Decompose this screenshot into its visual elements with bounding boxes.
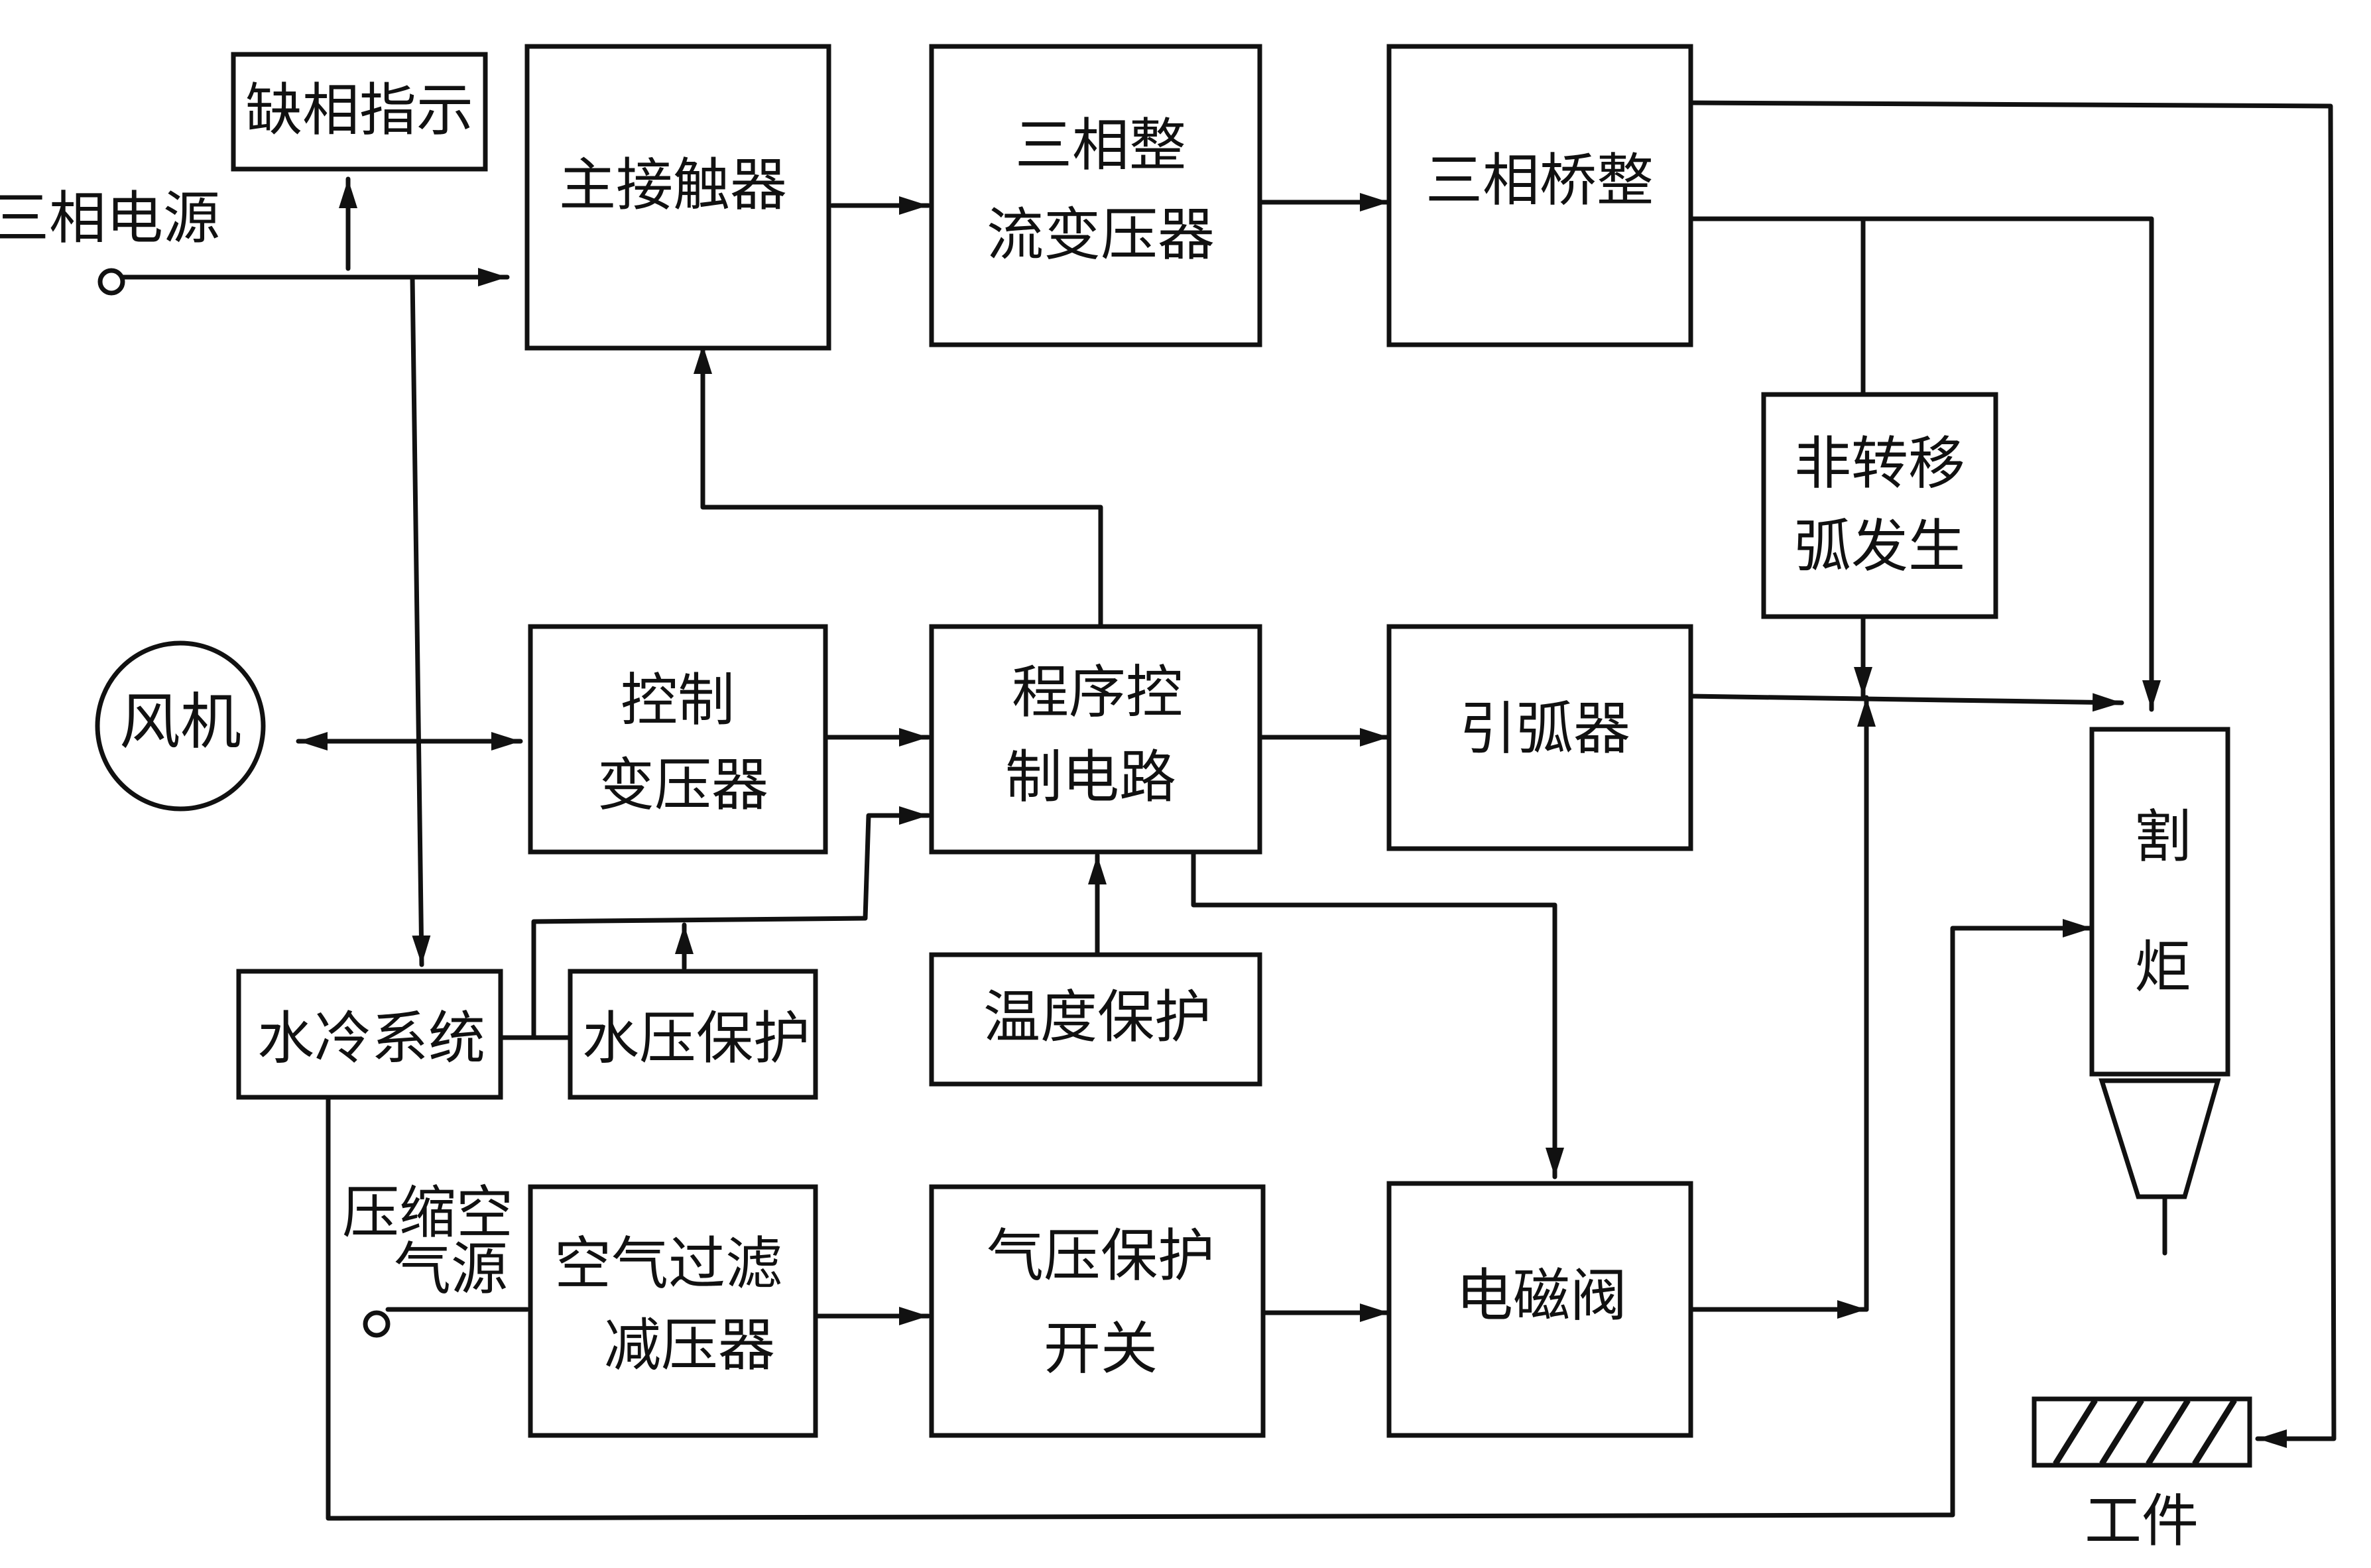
- wire-valve-to-junction: [1688, 695, 1876, 1312]
- wire-trunk: [410, 274, 431, 967]
- torch-label-1: 割: [2134, 804, 2191, 870]
- air-pressure-switch-block: 气压保护 开关: [929, 1184, 1266, 1438]
- water-cooling-block: 水冷系统: [236, 969, 503, 1100]
- air-filter-label-2: 减压器: [604, 1312, 775, 1378]
- rectifier-transformer-label-1: 三相整: [1015, 112, 1186, 178]
- arc-starter-label: 引弧器: [1459, 695, 1630, 762]
- phase-loss-label: 缺相指示: [245, 77, 473, 143]
- air-pressure-label-2: 开关: [1044, 1315, 1158, 1382]
- solenoid-valve-block: 电磁阀: [1386, 1181, 1693, 1438]
- rectifier-transformer-label-2: 流变压器: [987, 202, 1215, 268]
- main-contactor-label: 主接触器: [559, 152, 787, 218]
- torch-label-2: 炬: [2134, 934, 2191, 1000]
- non-transfer-label-2: 弧发生: [1794, 513, 1965, 579]
- control-transformer-block: 控制 变压器: [528, 624, 828, 855]
- rectifier-transformer-block: 三相整 流变压器: [929, 44, 1262, 347]
- water-pressure-label: 水压保护: [582, 1005, 810, 1071]
- control-transformer-label-2: 变压器: [597, 752, 768, 818]
- connection-lines: [118, 100, 2337, 1521]
- non-transfer-label-1: 非转移: [1794, 430, 1965, 497]
- wire-bridge-to-workpiece: [1688, 100, 2337, 1448]
- workpiece-hatch-4: [2192, 1398, 2237, 1466]
- bridge-rectifier-label: 三相桥整: [1426, 147, 1654, 213]
- program-control-block: 程序控 制电路: [929, 624, 1262, 855]
- water-pressure-block: 水压保护: [568, 969, 818, 1100]
- wire-arcstarter-to-torch: [1688, 693, 2124, 712]
- air-pressure-label-1: 气压保护: [987, 1223, 1215, 1289]
- control-transformer-label-1: 控制: [621, 667, 735, 733]
- workpiece-hatch-2: [2099, 1398, 2144, 1466]
- power-source-label: 三相电源: [0, 185, 220, 251]
- workpiece-hatch-1: [2053, 1398, 2098, 1466]
- wire-bridge-to-torch: [1688, 216, 2161, 712]
- fan-block: 风机: [95, 640, 266, 812]
- main-contactor-block: 主接触器: [524, 44, 831, 351]
- cutting-torch-block: 割 炬: [2089, 727, 2230, 1199]
- solenoid-valve-label: 电磁阀: [1456, 1262, 1627, 1329]
- power-terminal: [97, 268, 125, 296]
- non-transfer-arc-block: 非转移 弧发生: [1761, 392, 1998, 619]
- torch-nozzle: [2098, 1078, 2221, 1199]
- fan-label: 风机: [119, 686, 241, 757]
- air-terminal: [363, 1310, 391, 1338]
- wire-program-to-contactor: [694, 342, 1103, 629]
- workpiece-hatch-3: [2146, 1398, 2191, 1466]
- air-filter-label-1: 空气过滤: [554, 1231, 782, 1297]
- bridge-rectifier-block: 三相桥整: [1386, 44, 1693, 347]
- workpiece-label: 工件: [2085, 1488, 2199, 1554]
- air-filter-block: 空气过滤 减压器: [528, 1184, 818, 1438]
- temperature-protection-block: 温度保护: [929, 952, 1262, 1087]
- air-source-label-2: 气源: [394, 1236, 508, 1302]
- workpiece-block: [2032, 1396, 2252, 1468]
- wire-program-to-valve: [1191, 849, 1564, 1179]
- program-control-label-1: 程序控: [1012, 659, 1183, 725]
- water-cooling-label: 水冷系统: [257, 1005, 485, 1071]
- program-control-label-2: 制电路: [1005, 744, 1176, 810]
- phase-loss-block: 缺相指示: [231, 52, 488, 172]
- air-source-label-1: 压缩空: [342, 1179, 513, 1246]
- wire-cooling-to-torch: [326, 919, 2095, 1521]
- wire-water-to-program: [531, 806, 931, 1040]
- arc-starter-block: 引弧器: [1386, 624, 1693, 851]
- temperature-protection-label: 温度保护: [983, 984, 1211, 1050]
